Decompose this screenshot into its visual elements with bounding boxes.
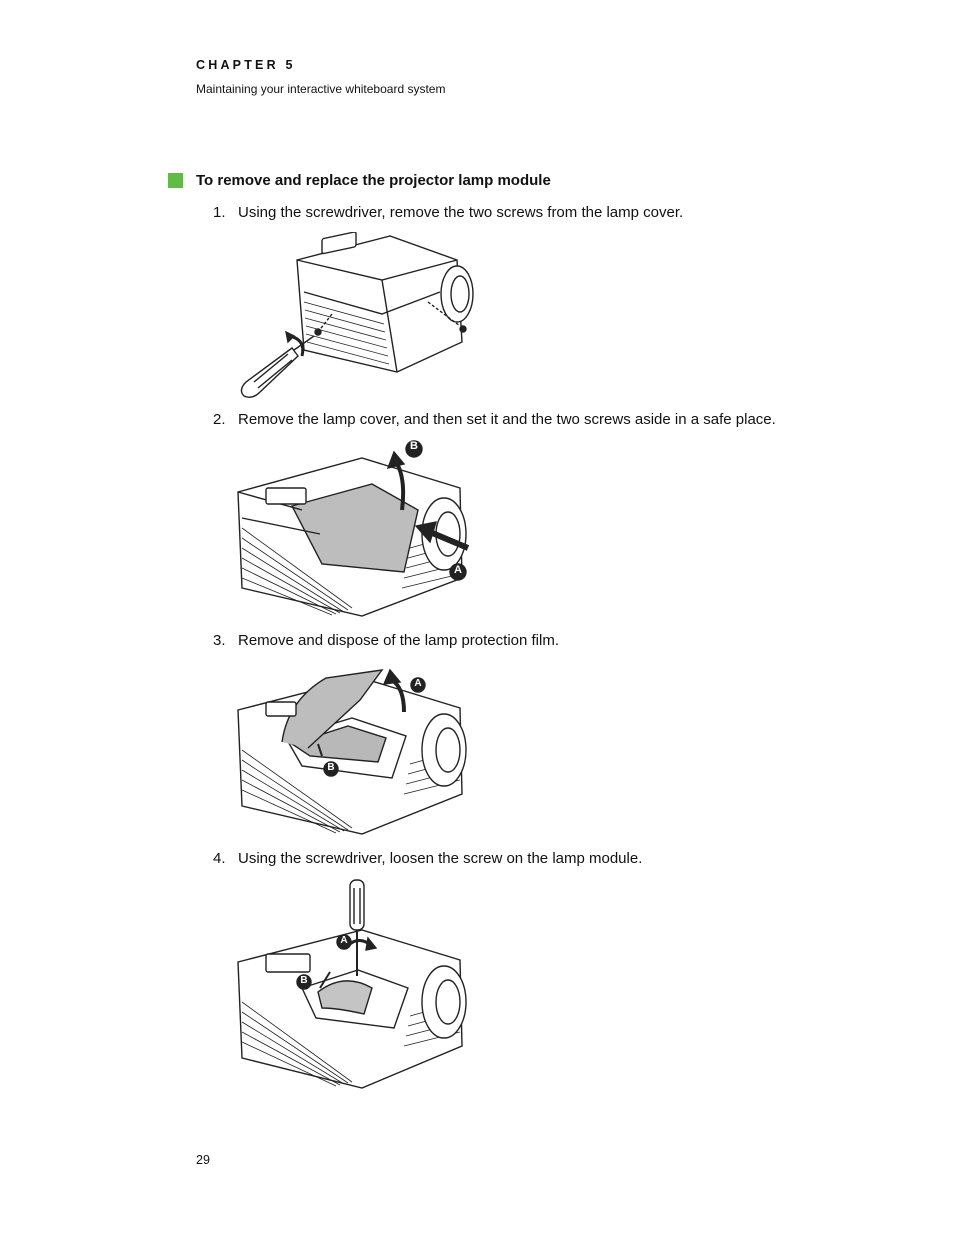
- step-number: 1.: [213, 204, 226, 221]
- step-number: 3.: [213, 632, 226, 649]
- procedure-heading: To remove and replace the projector lamp…: [168, 172, 551, 189]
- callout-a: A: [414, 678, 422, 689]
- step-text: Remove the lamp cover, and then set it a…: [238, 411, 776, 428]
- step-number: 4.: [213, 850, 226, 867]
- step-2: 2. Remove the lamp cover, and then set i…: [213, 411, 776, 428]
- procedure-title: To remove and replace the projector lamp…: [196, 172, 551, 189]
- chapter-label: CHAPTER 5: [196, 58, 296, 72]
- callout-a: A: [454, 564, 462, 576]
- callout-a: A: [340, 935, 348, 946]
- figure-remove-protection-film: A B: [232, 660, 482, 840]
- step-text: Using the screwdriver, loosen the screw …: [238, 850, 643, 867]
- green-square-icon: [168, 173, 183, 188]
- figure-loosen-lamp-screw: A B: [232, 876, 482, 1094]
- step-number: 2.: [213, 411, 226, 428]
- callout-b: B: [410, 440, 418, 452]
- step-text: Remove and dispose of the lamp protectio…: [238, 632, 559, 649]
- figure-remove-lamp-cover: B A: [232, 438, 482, 623]
- chapter-title: Maintaining your interactive whiteboard …: [196, 82, 446, 96]
- figure-remove-screws: [232, 232, 482, 402]
- step-1: 1. Using the screwdriver, remove the two…: [213, 204, 683, 221]
- callout-b: B: [327, 762, 335, 773]
- step-4: 4. Using the screwdriver, loosen the scr…: [213, 850, 642, 867]
- step-3: 3. Remove and dispose of the lamp protec…: [213, 632, 559, 649]
- step-text: Using the screwdriver, remove the two sc…: [238, 204, 684, 221]
- callout-b: B: [300, 975, 308, 986]
- page-number: 29: [196, 1153, 210, 1167]
